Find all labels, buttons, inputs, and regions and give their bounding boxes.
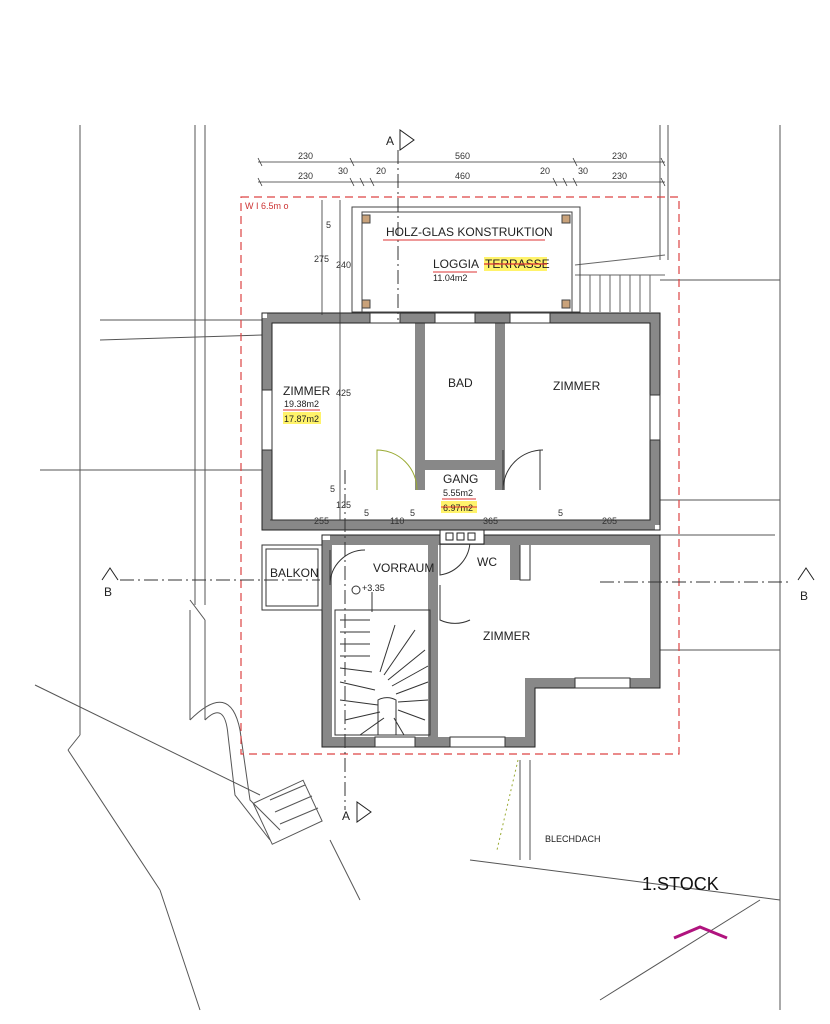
dim-m-g: 205 <box>602 516 617 526</box>
dim-v-d: 425 <box>336 388 351 398</box>
dim-v-c: 240 <box>336 260 351 270</box>
loggia-area: 11.04m2 <box>433 273 467 283</box>
bath-label: BAD <box>448 376 473 390</box>
dim-m-d: 5 <box>410 508 415 518</box>
hall-area-alt: 6.97m2 <box>443 503 473 513</box>
dim-v-f: 125 <box>336 500 351 510</box>
dim-m-a: 255 <box>314 516 329 526</box>
building-line <box>240 196 680 755</box>
loggia-labels: HOLZ-GLAS KONSTRUKTION LOGGIA TERRASSE 1… <box>383 225 553 283</box>
room-lower-label: ZIMMER <box>483 629 531 643</box>
hall-labels: GANG 5.55m2 6.97m2 <box>441 472 478 513</box>
dim-m-c: 110 <box>390 516 404 526</box>
dim-top2-a: 230 <box>298 171 313 181</box>
construction-note: HOLZ-GLAS KONSTRUKTION <box>386 225 553 239</box>
roof-label: BLECHDACH <box>545 834 601 844</box>
dim-top2-b: 30 <box>338 166 348 176</box>
dimension-lines <box>257 157 666 521</box>
section-a-top: A <box>386 134 394 148</box>
room-left-label: ZIMMER <box>283 384 331 398</box>
dim-top1-c: 230 <box>612 151 627 161</box>
dim-top2-e: 20 <box>540 166 550 176</box>
wc-label: WC <box>477 555 497 569</box>
dim-v-e: 5 <box>330 484 335 494</box>
section-lines <box>120 150 790 810</box>
room-left-area: 19.38m2 <box>284 399 319 409</box>
dim-m-f: 5 <box>558 508 563 518</box>
section-markers <box>101 129 815 823</box>
site-lines <box>34 125 781 1011</box>
dim-top2-c: 20 <box>376 166 386 176</box>
entry-level: +3.35 <box>362 583 385 593</box>
dim-v-b: 275 <box>314 254 329 264</box>
dim-top1-b: 560 <box>455 151 470 161</box>
room-left-area-alt: 17.87m2 <box>284 414 319 424</box>
room-right-label: ZIMMER <box>553 379 601 393</box>
dim-m-b: 5 <box>364 508 369 518</box>
entry-label: VORRAUM <box>373 561 434 575</box>
doors <box>329 449 544 624</box>
dim-top1-a: 230 <box>298 151 313 161</box>
stair-outside <box>252 779 323 845</box>
section-b-left: B <box>104 585 112 599</box>
floor-title: 1.STOCK <box>642 874 719 894</box>
staircase <box>334 609 431 736</box>
stair-arrow <box>351 585 373 612</box>
dim-top2-g: 230 <box>612 171 627 181</box>
balcony-outline <box>261 544 323 611</box>
section-b-right: B <box>800 589 808 603</box>
dimension-labels: 230 560 230 230 30 20 460 20 30 230 5 27… <box>298 151 627 526</box>
loggia-label: LOGGIA <box>433 257 479 271</box>
dim-top2-f: 30 <box>578 166 588 176</box>
terrace-hatch <box>574 254 666 312</box>
dim-m-e: 365 <box>483 516 498 526</box>
room-left-labels: ZIMMER 19.38m2 17.87m2 <box>283 384 331 424</box>
chimney <box>439 529 485 545</box>
dim-v-a: 5 <box>326 220 331 230</box>
chevron-up-icon <box>673 925 728 940</box>
hall-area: 5.55m2 <box>443 488 473 498</box>
zone-label: W I 6.5m o <box>245 201 289 211</box>
hall-label: GANG <box>443 472 478 486</box>
balcony-label: BALKON <box>270 566 319 580</box>
room-left-highlight <box>283 412 321 424</box>
loggia-frame <box>351 206 581 313</box>
dim-top2-d: 460 <box>455 171 470 181</box>
section-a-bottom: A <box>342 809 350 823</box>
